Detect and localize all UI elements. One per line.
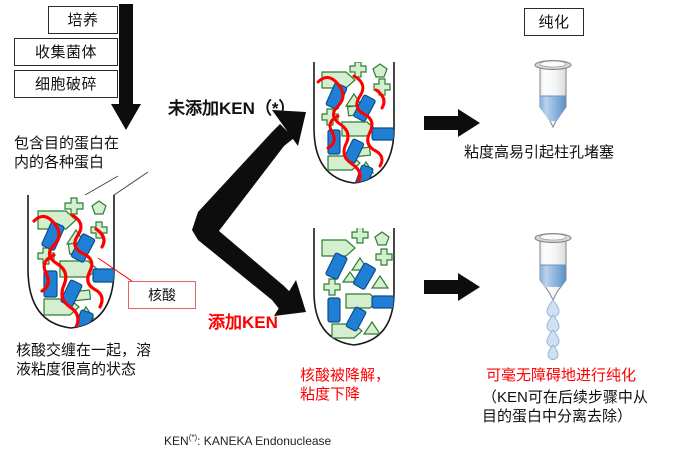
step-label-disrupt: 细胞破碎 bbox=[34, 75, 97, 93]
lysate-state-label: 核酸交缠在一起，溶 液粘度很高的状态 bbox=[16, 342, 152, 378]
footnote: KEN(*): KANEKA Endonuclease bbox=[164, 433, 331, 448]
step-box-culture: 培养 bbox=[48, 6, 118, 34]
step-box-disrupt: 细胞破碎 bbox=[14, 70, 118, 98]
result-clog-label: 粘度高易引起柱孔堵塞 bbox=[464, 144, 615, 161]
chromatography-column-bottom bbox=[520, 228, 586, 306]
branch-arrow-up-icon bbox=[192, 110, 306, 240]
footnote-ken-label: KEN bbox=[164, 434, 189, 448]
step-label-harvest: 收集菌体 bbox=[34, 43, 97, 61]
footnote-asterisk: (*) bbox=[188, 433, 198, 442]
step-box-harvest: 收集菌体 bbox=[14, 38, 118, 66]
footnote-expansion: : KANEKA Endonuclease bbox=[197, 434, 332, 448]
chromatography-column-top bbox=[520, 55, 586, 133]
result-smooth-red-label: 可毫无障碍地进行纯化 bbox=[486, 367, 637, 384]
centrifuge-tube-clear bbox=[302, 228, 408, 346]
liquid-droplet-icon-group bbox=[536, 298, 572, 360]
purification-label: 纯化 bbox=[538, 13, 570, 31]
purification-box: 纯化 bbox=[524, 8, 584, 36]
protein-callout-label: 包含目的蛋白在 内的各种蛋白 bbox=[14, 135, 120, 171]
branch-label-without-ken: 未添加KEN（*） bbox=[168, 99, 296, 118]
nucleic-acid-callout-box: 核酸 bbox=[128, 281, 196, 309]
right-arrow-icon-top bbox=[424, 108, 482, 138]
branch-arrow-down-icon bbox=[192, 220, 306, 316]
result-smooth-note-label: （KEN可在后续步骤中从 目的蛋白中分离去除） bbox=[482, 389, 648, 425]
right-arrow-icon-bottom bbox=[424, 272, 482, 302]
step-label-culture: 培养 bbox=[67, 11, 99, 29]
centrifuge-tube-lysate bbox=[14, 195, 134, 330]
branch-label-with-ken: 添加KEN bbox=[208, 313, 278, 332]
result-degraded-label: 核酸被降解， 粘度下降 bbox=[300, 367, 391, 403]
nucleic-acid-label: 核酸 bbox=[148, 287, 176, 303]
branch-arrows-group bbox=[176, 100, 316, 330]
down-arrow-icon bbox=[108, 4, 148, 132]
centrifuge-tube-viscous bbox=[302, 62, 408, 184]
